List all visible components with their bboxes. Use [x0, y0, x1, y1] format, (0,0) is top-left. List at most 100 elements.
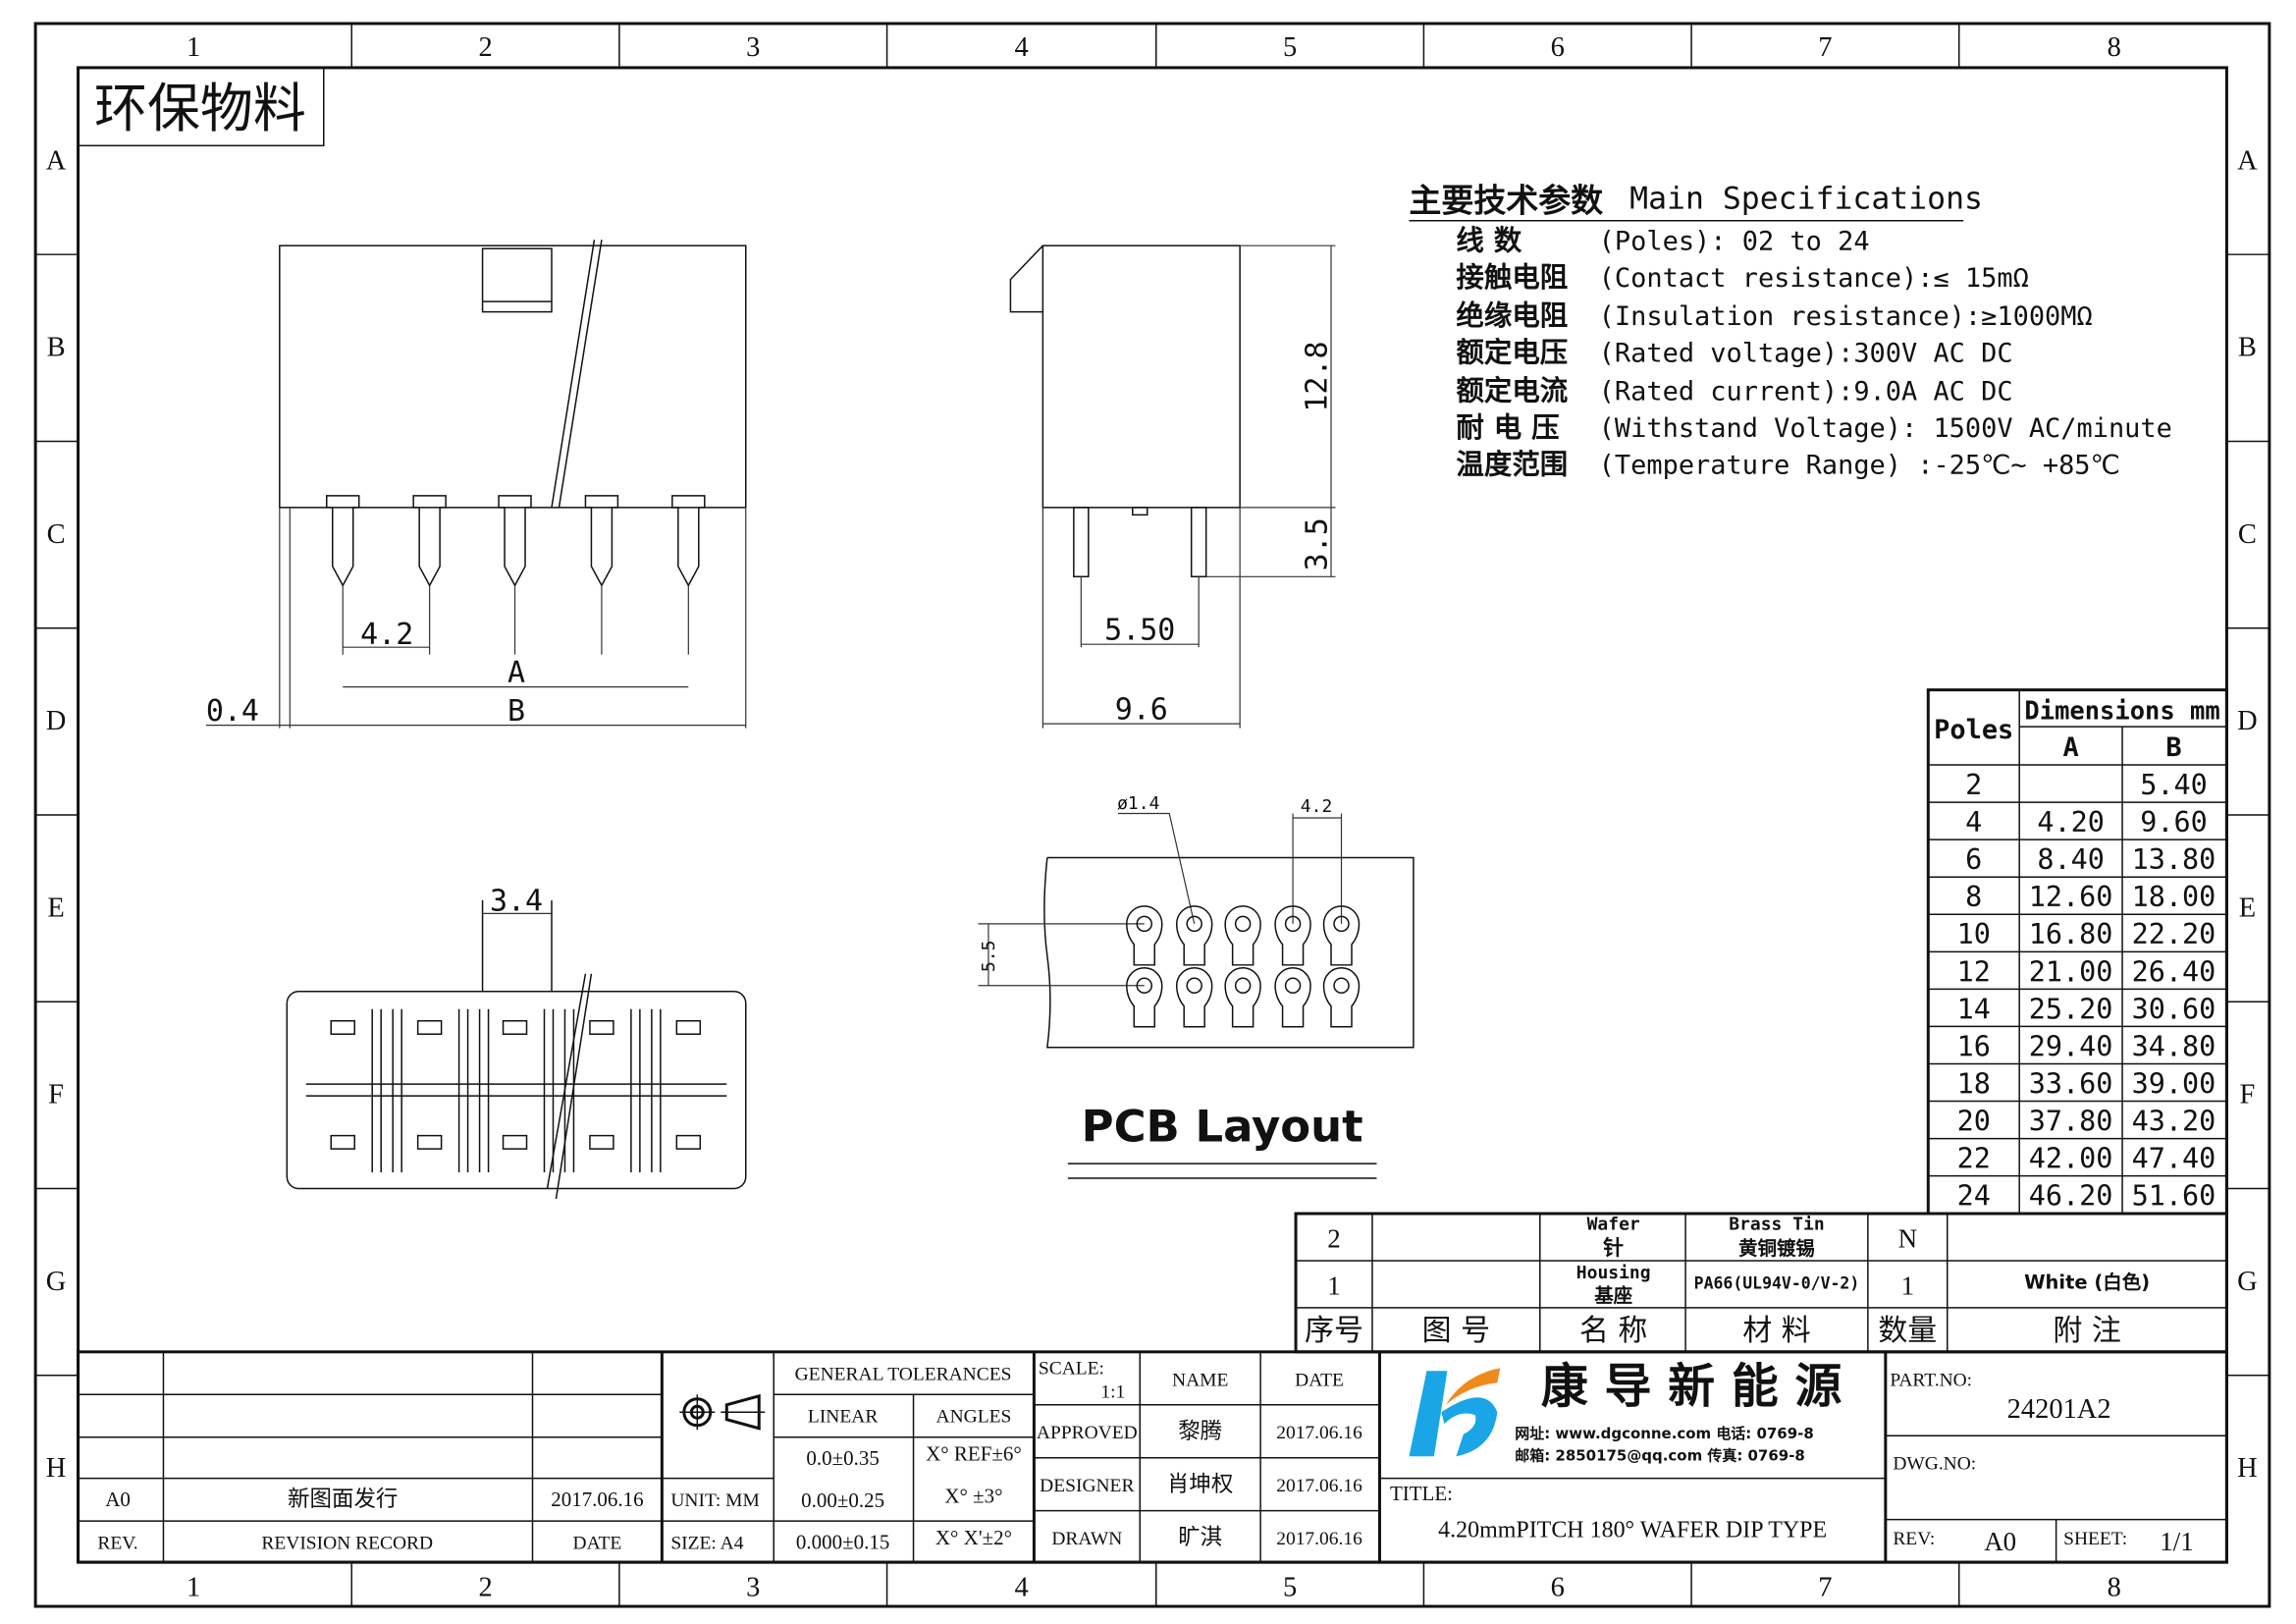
row-poles: 12 — [1957, 955, 1991, 988]
dim-A: A — [507, 656, 525, 690]
specs-title-cn: 主要技术参数 — [1409, 182, 1603, 220]
col-b-header: B — [2165, 732, 2181, 763]
linear-tolerance: 0.000±0.15 — [796, 1531, 889, 1554]
spec-value-en: (Withstand Voltage): 1500V AC/minute — [1599, 413, 2172, 444]
pcb-pad — [1274, 905, 1311, 966]
dim-B: B — [507, 694, 525, 729]
spec-value-en: (Rated voltage):300V AC DC — [1599, 339, 2013, 369]
zone-row-label: C — [2238, 519, 2257, 550]
outer-frame — [33, 22, 2271, 1608]
contact-cavity — [502, 1019, 528, 1035]
row-poles: 4 — [1965, 806, 1982, 839]
company-contact: 邮箱: 2850175@qq.com 传真: 0769-8 — [1515, 1447, 1805, 1465]
eco-label: 环保物料 — [94, 78, 306, 139]
angles-header: ANGLES — [936, 1407, 1012, 1428]
signoff-date: 2017.06.16 — [1276, 1476, 1362, 1496]
dim-latch: 3.4 — [490, 884, 543, 918]
record-header: REVISION RECORD — [261, 1534, 433, 1554]
drawing-title: 4.20mmPITCH 180° WAFER DIP TYPE — [1438, 1518, 1827, 1543]
zone-column-label: 4 — [1015, 32, 1029, 63]
dim-height: 12.8 — [1301, 341, 1335, 411]
pcb-hole — [1333, 915, 1350, 933]
zone-row-label: B — [2238, 333, 2257, 363]
contact-cavity — [416, 1134, 443, 1150]
bom-no: 2 — [1327, 1223, 1340, 1253]
dim-row-spacing: 5.5 — [979, 941, 999, 972]
spec-label-cn: 绝缘电阻 — [1456, 299, 1568, 332]
pcb-hole — [1186, 915, 1202, 933]
bom-name-en: Housing — [1576, 1263, 1651, 1283]
row-dim-b: 34.80 — [2132, 1030, 2216, 1062]
sheet-value: 1/1 — [2160, 1527, 2193, 1556]
bom-header: 序号 — [1305, 1314, 1363, 1348]
projection-symbol-icon — [679, 1393, 766, 1431]
signoff-role: DRAWN — [1051, 1529, 1122, 1549]
zone-row-label: B — [47, 333, 66, 363]
contact-cavity — [330, 1019, 355, 1035]
row-dim-a: 8.40 — [2037, 843, 2105, 876]
dwg-no-label: DWG.NO: — [1893, 1454, 1976, 1475]
row-dim-b: 18.00 — [2132, 881, 2216, 913]
rev-header: REV. — [97, 1534, 137, 1554]
dim-offset: 0.4 — [206, 694, 259, 729]
row-dim-b: 22.20 — [2132, 918, 2216, 950]
spec-value-en: (Insulation resistance):≥1000MΩ — [1599, 301, 2093, 332]
bom-header: 名 称 — [1579, 1314, 1647, 1348]
zone-row-label: F — [48, 1080, 64, 1110]
row-dim-a: 46.20 — [2029, 1180, 2113, 1213]
pin — [671, 495, 706, 587]
pcb-pad — [1224, 905, 1261, 966]
zone-column-label: 7 — [1818, 32, 1832, 63]
pcb-hole — [1284, 977, 1302, 995]
zone-row-label: F — [2239, 1080, 2255, 1110]
pcb-hole — [1333, 977, 1350, 995]
signoff-date: 2017.06.16 — [1276, 1529, 1362, 1549]
angle-tolerance: X° X'±2° — [935, 1526, 1012, 1549]
bom-header: 附 注 — [2053, 1314, 2120, 1348]
signoff-name: 黎腾 — [1178, 1419, 1222, 1444]
signoff-name: 旷淇 — [1178, 1525, 1222, 1550]
contact-cavity — [416, 1019, 443, 1035]
zone-column-label: 1 — [187, 1573, 200, 1603]
bom-name-cn: 基座 — [1593, 1284, 1632, 1307]
title-label: TITLE: — [1390, 1482, 1453, 1505]
row-dim-a: 37.80 — [2029, 1106, 2113, 1138]
row-poles: 20 — [1957, 1106, 1991, 1138]
zone-column-label: 7 — [1818, 1573, 1832, 1603]
signoff-date-header: DATE — [1295, 1370, 1344, 1390]
zone-row-label: D — [46, 706, 67, 736]
angle-tolerance: X° REF±6° — [926, 1442, 1022, 1466]
bom-qty: N — [1898, 1223, 1917, 1253]
contact-cavity — [589, 1134, 614, 1150]
title-block: A0 新图面发行 2017.06.16 REV. REVISION RECORD… — [77, 1350, 2228, 1564]
zone-column-label: 3 — [746, 32, 760, 63]
pcb-pad — [1126, 905, 1163, 966]
row-dim-b: 30.60 — [2132, 993, 2216, 1025]
contact-cavity — [675, 1134, 702, 1150]
pcb-layout: 5.5 4.2 ø1.4 PCB Layout — [978, 793, 1415, 1179]
eco-label-box — [77, 67, 325, 147]
contact-cavity — [589, 1019, 614, 1035]
row-poles: 24 — [1957, 1180, 1991, 1213]
bom-qty: 1 — [1901, 1271, 1914, 1300]
zone-row-label: A — [46, 145, 67, 176]
spec-value-en: (Contact resistance):≤ 15mΩ — [1599, 263, 2029, 294]
signoff-role: DESIGNER — [1040, 1476, 1134, 1496]
zone-row-label: C — [47, 519, 66, 550]
bottom-view: 3.4 — [286, 884, 747, 1200]
signoff-name: 肖坤权 — [1167, 1472, 1233, 1497]
linear-tolerance: 0.0±0.35 — [806, 1446, 879, 1470]
row-poles: 16 — [1957, 1030, 1991, 1062]
part-no-label: PART.NO: — [1890, 1370, 1972, 1390]
row-dim-b: 26.40 — [2132, 955, 2216, 988]
pcb-hole — [1234, 977, 1252, 995]
row-dim-b: 13.80 — [2132, 843, 2216, 876]
date-header: DATE — [573, 1534, 622, 1554]
